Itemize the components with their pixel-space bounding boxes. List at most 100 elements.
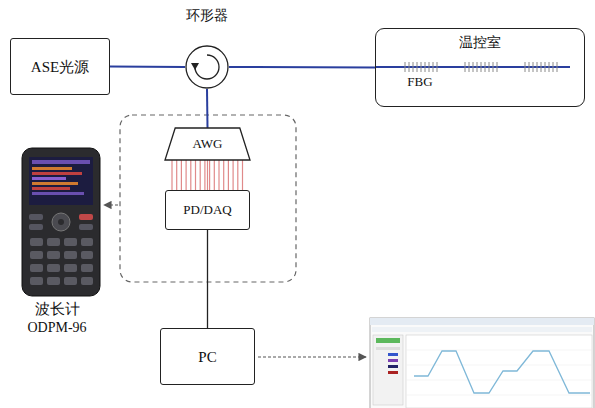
fiber-connector — [206, 89, 209, 128]
model-label: ODPM-96 — [2, 320, 112, 337]
node-text: AWG — [192, 136, 222, 152]
fbg-fiber — [433, 62, 434, 72]
circulator-symbol — [191, 63, 199, 70]
fiber-array — [209, 160, 210, 190]
fiber-connector — [207, 230, 208, 328]
fiber-array — [228, 160, 229, 190]
fiber-array — [214, 160, 215, 190]
fiber-array — [190, 160, 191, 190]
software-screenshot — [388, 365, 398, 368]
wavemeter-device — [81, 277, 93, 285]
wavemeter-device — [32, 160, 90, 164]
chamber-box: 温控室 — [375, 28, 585, 107]
fbg-fiber — [529, 62, 530, 72]
wavemeter-device — [47, 264, 60, 272]
wavemeter-device — [29, 224, 43, 230]
fbg-fiber — [525, 62, 526, 72]
dashed-arrow — [104, 204, 118, 205]
wavemeter-device — [32, 192, 84, 195]
awg-trapezoid: AWG — [165, 128, 250, 160]
fbg-fiber — [545, 62, 546, 72]
circulator-symbol — [186, 46, 228, 88]
wavemeter-device — [64, 238, 77, 246]
wavemeter-device — [30, 251, 43, 259]
fiber-array — [200, 160, 201, 190]
node-text: PC — [198, 348, 216, 366]
fbg-fiber — [481, 62, 482, 72]
wavemeter-device — [32, 182, 78, 185]
software-screenshot — [406, 350, 592, 351]
computer-box: PC — [160, 328, 255, 385]
wavemeter-device — [64, 277, 77, 285]
wavemeter-device — [32, 172, 82, 175]
wavemeter-device — [79, 224, 93, 230]
fbg-fiber — [465, 62, 466, 72]
wavemeter-device — [64, 251, 77, 259]
software-screenshot — [370, 318, 594, 325]
wavemeter-device — [32, 167, 72, 170]
software-screenshot — [406, 395, 592, 396]
device-label: 波长计 — [2, 300, 112, 318]
fbg-fiber — [497, 62, 498, 72]
fiber-array — [171, 160, 172, 190]
fbg-fiber — [376, 62, 570, 72]
fiber-array — [223, 160, 224, 190]
wavemeter-device — [32, 187, 70, 190]
circulator-node: 环形器 — [177, 8, 237, 89]
fbg-fiber — [437, 62, 438, 72]
source-box: ASE光源 — [10, 38, 110, 95]
software-screenshot — [373, 335, 403, 405]
fbg-fiber — [489, 62, 490, 72]
wavemeter-device — [30, 238, 43, 246]
fiber-array — [233, 160, 234, 190]
wavemeter-device — [79, 214, 93, 220]
wavemeter-device — [58, 219, 64, 225]
wavemeter-device — [81, 264, 93, 272]
software-screenshot — [414, 351, 590, 393]
fbg-fiber — [485, 62, 486, 72]
process-box: PD/DAQ — [165, 190, 250, 230]
software-screenshot — [406, 335, 592, 408]
wavemeter-device — [22, 148, 100, 296]
wavemeter-device — [47, 277, 60, 285]
fiber-array — [237, 160, 238, 190]
fbg-fiber — [409, 62, 410, 72]
fiber-connector — [229, 66, 375, 69]
fbg-fiber — [405, 62, 406, 72]
fiber-connector — [110, 66, 185, 69]
wavemeter-device — [29, 157, 93, 205]
fbg-fiber — [425, 62, 426, 72]
node-text: PD/DAQ — [183, 202, 231, 218]
fiber-connector — [207, 160, 208, 190]
fiber-array — [218, 160, 219, 190]
software-screenshot — [372, 327, 592, 332]
fbg-fiber — [405, 62, 557, 72]
wavemeter-device — [81, 238, 93, 246]
software-screenshot — [406, 380, 592, 381]
fbg-fiber — [493, 62, 494, 72]
part-label: FBG — [395, 74, 445, 90]
trapezoid-outline — [165, 128, 250, 160]
software-screenshot — [388, 371, 398, 374]
fbg-fiber — [549, 62, 550, 72]
wavemeter-device — [30, 238, 93, 285]
software-screenshot — [388, 353, 398, 356]
node-text: ASE光源 — [31, 58, 89, 76]
fiber-array — [181, 160, 182, 190]
software-screenshot — [370, 318, 594, 408]
wavemeter-device — [22, 148, 100, 296]
fbg-fiber — [413, 62, 414, 72]
fbg-fiber — [421, 62, 422, 72]
software-screenshot — [376, 338, 400, 343]
wavemeter-device — [32, 177, 66, 180]
software-screenshot — [376, 347, 400, 350]
wavemeter-device — [47, 238, 60, 246]
software-screenshot — [370, 318, 594, 408]
fbg-fiber — [553, 62, 554, 72]
wavemeter-device — [52, 213, 70, 231]
node-text: 环形器 — [186, 8, 228, 25]
wavemeter-device — [47, 251, 60, 259]
node-text: 温控室 — [459, 35, 501, 52]
wavemeter-device — [29, 214, 43, 220]
fiber-array — [186, 160, 187, 190]
